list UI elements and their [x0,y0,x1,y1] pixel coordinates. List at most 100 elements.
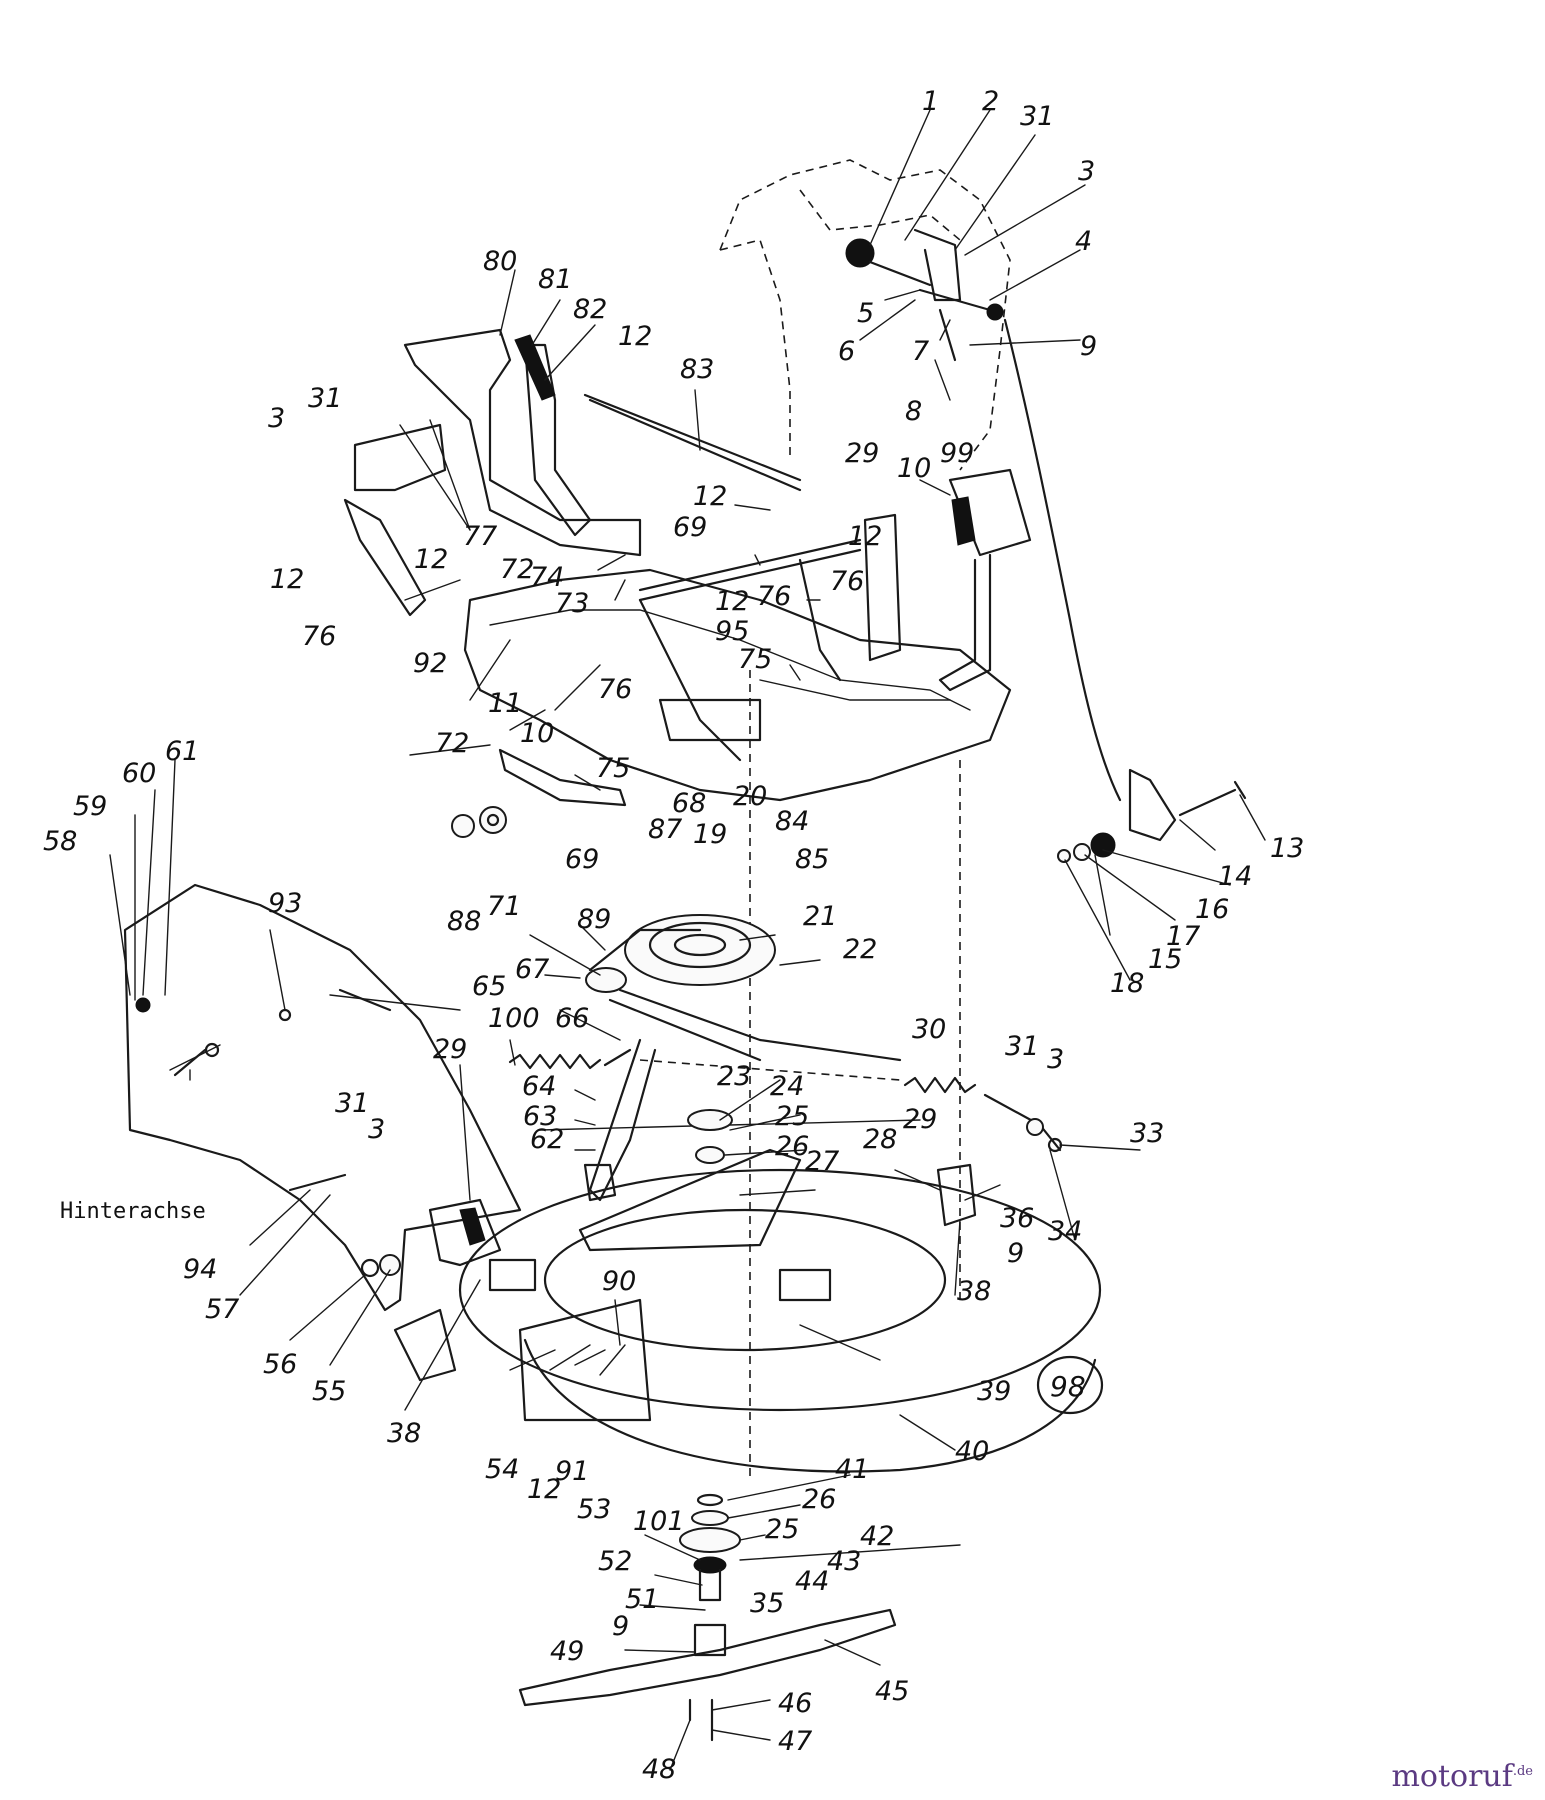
callout-58: 58 [43,826,77,857]
center-linkage [583,1038,1063,1227]
callout-51: 51 [625,1584,659,1615]
callout-41: 41 [835,1454,869,1485]
callout-54: 54 [485,1454,519,1485]
callout-34: 34 [1048,1216,1082,1247]
callout-8: 8 [905,396,922,427]
callout-52: 52 [598,1546,632,1577]
callout-11: 11 [488,688,522,719]
callout-74: 74 [530,562,564,593]
callout-29: 29 [845,438,879,469]
callout-3: 3 [268,403,285,434]
callout-43: 43 [827,1546,861,1577]
callout-31: 31 [308,383,342,414]
belt-guard [123,883,522,1312]
callout-68: 68 [672,788,706,819]
callout-28: 28 [863,1124,897,1155]
callout-53: 53 [577,1494,611,1525]
callout-38: 38 [387,1418,421,1449]
callout-63: 63 [523,1101,557,1132]
callout-72: 72 [500,554,534,585]
callout-31: 31 [1020,101,1054,132]
throttle-assembly [845,228,1122,802]
callout-26: 26 [775,1131,809,1162]
callout-75: 75 [596,753,630,784]
rear-axle-line [173,1048,207,1081]
site-logo: motoruf.de [1391,1759,1533,1794]
callout-82: 82 [573,294,607,325]
callout-5: 5 [857,298,874,329]
callout-76: 76 [598,674,632,705]
callout-18: 18 [1110,968,1144,999]
callout-77: 77 [463,521,497,552]
callout-75: 75 [738,644,772,675]
callout-29: 29 [433,1034,467,1065]
callout-31: 31 [335,1088,369,1119]
callout-61: 61 [165,736,199,767]
callout-40: 40 [955,1436,989,1467]
callout-1: 1 [922,86,939,117]
callout-21: 21 [803,901,837,932]
callout-30: 30 [912,1014,946,1045]
callout-25: 25 [775,1101,809,1132]
callout-12: 12 [527,1474,561,1505]
callout-85: 85 [795,844,829,875]
diagram-number: 98 [1050,1370,1086,1403]
callout-89: 89 [577,904,611,935]
callout-31: 31 [1005,1031,1039,1062]
callout-95: 95 [715,616,749,647]
frame-plate [463,568,1012,802]
callout-4: 4 [1075,226,1092,257]
callout-9: 9 [612,1611,629,1642]
callout-6: 6 [838,336,855,367]
callout-2: 2 [982,86,999,117]
callout-29: 29 [903,1104,937,1135]
callout-3: 3 [368,1114,385,1145]
callout-76: 76 [757,581,791,612]
callout-73: 73 [555,588,589,619]
guard-hinge [288,1173,537,1382]
callout-99: 99 [940,438,974,469]
callout-90: 90 [602,1266,636,1297]
callout-27: 27 [805,1146,839,1177]
callout-12: 12 [693,481,727,512]
callout-19: 19 [693,819,727,850]
callout-3: 3 [1078,156,1095,187]
callout-38: 38 [957,1276,991,1307]
callout-84: 84 [775,806,809,837]
callout-23: 23 [717,1061,751,1092]
callout-48: 48 [642,1754,676,1785]
callout-49: 49 [550,1636,584,1667]
callout-12: 12 [848,521,882,552]
seat-drawing [719,159,1011,471]
logo-suffix: .de [1512,1764,1533,1779]
callout-9: 9 [1080,331,1097,362]
callout-35: 35 [750,1588,784,1619]
callout-76: 76 [302,621,336,652]
callout-15: 15 [1148,944,1182,975]
callout-67: 67 [515,954,549,985]
callout-47: 47 [778,1726,812,1757]
callout-88: 88 [447,906,481,937]
pulley-assembly [338,914,902,1081]
callout-39: 39 [977,1376,1011,1407]
pedal-drawing [938,468,1032,692]
callout-13: 13 [1270,833,1304,864]
callout-93: 93 [268,888,302,919]
callout-91: 91 [555,1456,589,1487]
callout-12: 12 [715,586,749,617]
callout-14: 14 [1218,861,1252,892]
callout-69: 69 [673,512,707,543]
callout-36: 36 [1000,1203,1034,1234]
callout-9: 9 [1007,1238,1024,1269]
callout-101: 101 [633,1506,685,1537]
callout-72: 72 [435,728,469,759]
lift-lever-assembly [343,328,902,838]
callout-labels: 1 2 31 3 4 5 6 7 9 8 80 81 82 12 83 3 31… [43,86,1304,1785]
callout-59: 59 [73,791,107,822]
callout-60: 60 [122,758,156,789]
mower-deck [458,670,1102,1480]
callout-12: 12 [414,544,448,575]
callout-56: 56 [263,1349,297,1380]
callout-10: 10 [897,453,931,484]
